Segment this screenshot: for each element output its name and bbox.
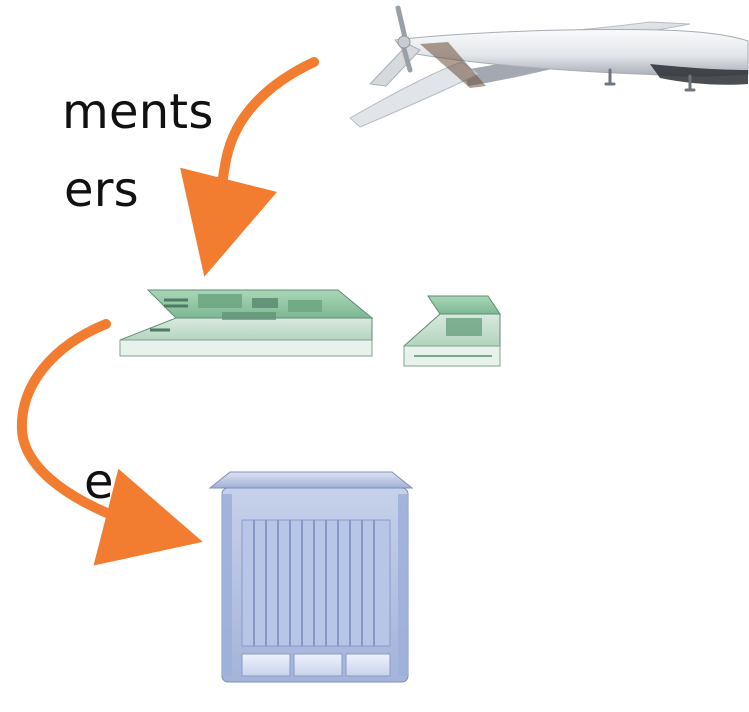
circuit-board-small-icon xyxy=(403,295,501,367)
chassis-bays xyxy=(241,653,391,677)
text-line-1: ments xyxy=(62,84,214,140)
text-line-2: ers xyxy=(64,162,139,218)
server-chassis-icon xyxy=(208,471,414,683)
circuit-board-large-icon xyxy=(119,289,374,357)
uav-drone-icon xyxy=(349,5,749,128)
chassis-slots xyxy=(241,519,391,647)
orange-arrow-top xyxy=(180,57,319,277)
orange-arrow-bottom xyxy=(16,319,203,566)
